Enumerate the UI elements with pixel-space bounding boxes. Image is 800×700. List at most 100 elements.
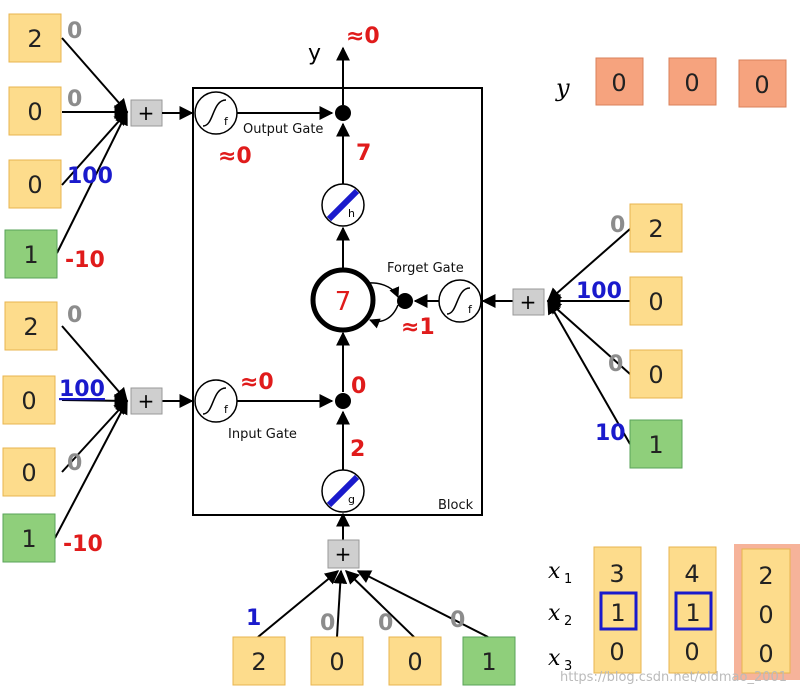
fg-weight-3: 0 [608, 352, 623, 377]
memory-cell [310, 267, 376, 333]
h-activation: h [321, 183, 365, 227]
output-seq-label: y [555, 74, 570, 102]
output-cell-1 [595, 57, 644, 106]
og-input-value-1: 2 [27, 25, 42, 53]
fg-input-value-2: 0 [648, 288, 663, 316]
x2-label: x [548, 601, 561, 626]
forget-gate-value: ≈1 [401, 315, 435, 340]
input-col3-x2: 0 [758, 601, 773, 629]
og-weight-2: 0 [67, 87, 82, 112]
output-gate-value: ≈0 [218, 144, 252, 169]
input-col3-x3: 0 [758, 640, 773, 668]
x3-label: x [548, 646, 561, 671]
fg-input-value-1: 2 [648, 215, 663, 243]
og-input-value-3: 0 [27, 171, 42, 199]
g-input-cell-1 [232, 636, 286, 686]
svg-text:f: f [224, 115, 229, 128]
g-input-value-1: 2 [251, 648, 266, 676]
input-col2-highlight [674, 591, 713, 631]
fg-weight-4: 10 [595, 421, 626, 446]
input-col1-x3: 0 [609, 638, 624, 666]
fg-input-value-3: 0 [648, 361, 663, 389]
og-weight-3: 100 [67, 164, 113, 189]
input-gate-label: Input Gate [228, 427, 297, 442]
ig-input-cell-1 [4, 301, 58, 351]
memory-value: 7 [335, 287, 352, 317]
output-multiply-node [335, 105, 351, 121]
svg-text:g: g [348, 493, 355, 506]
fg-input-bias [629, 419, 683, 469]
fg-weight-2: 100 [576, 279, 622, 304]
output-value-3: 0 [754, 71, 769, 99]
forget-loop-in [367, 282, 400, 298]
ig-weight-3: 0 [67, 451, 82, 476]
input-gate-sigmoid: f [194, 379, 238, 423]
g-input-bias [462, 636, 516, 686]
forget-gate-inputs: 2 0 0 1 0 100 0 10 [546, 203, 683, 469]
g-activation: g [321, 469, 365, 513]
svg-text:f: f [224, 403, 229, 416]
forget-multiply-node [397, 293, 413, 309]
x1-label: x [548, 559, 561, 584]
fg-plus-symbol: + [520, 290, 537, 314]
forget-gate-sigmoid: f [438, 279, 482, 323]
g-output-value: 2 [350, 437, 365, 462]
forget-loop-out [369, 304, 399, 329]
output-gate-inputs: 2 0 0 1 0 0 100 -10 [4, 13, 129, 279]
og-input-cell-3 [8, 159, 62, 209]
input-col1-x1: 3 [609, 560, 624, 588]
fg-input-value-4: 1 [648, 431, 663, 459]
y-label: y [308, 41, 321, 66]
ig-input-value-4: 1 [21, 525, 36, 553]
og-weight-4: -10 [65, 248, 105, 273]
og-input-value-4: 1 [23, 241, 38, 269]
g-weight-3: 0 [378, 611, 393, 636]
svg-text:1: 1 [564, 572, 572, 587]
fg-input-cell-1 [629, 203, 683, 253]
ig-input-cell-2 [2, 375, 56, 425]
ig-weight-2: 100 [59, 377, 105, 402]
output-gate-label: Output Gate [243, 122, 323, 137]
og-input-cell-2 [8, 86, 62, 136]
ig-weight-1: 0 [67, 303, 82, 328]
fg-input-cell-2 [629, 276, 683, 326]
input-col1-x2: 1 [610, 599, 625, 627]
output-value-2: 0 [684, 69, 699, 97]
input-multiply-node [335, 393, 351, 409]
g-weight-4: 0 [450, 608, 465, 633]
ig-input-cell-3 [2, 447, 56, 497]
fg-weight-1: 0 [610, 213, 625, 238]
output-value-1: 0 [611, 69, 626, 97]
h-output-value: 7 [356, 141, 371, 166]
output-cell-2 [668, 57, 717, 106]
ig-input-value-3: 0 [21, 459, 36, 487]
fg-plus-box [512, 288, 545, 316]
og-input-cell-1 [8, 13, 62, 63]
ig-input-value-2: 0 [21, 387, 36, 415]
input-multiply-value: 0 [351, 374, 366, 399]
input-sequence: x 1 x 2 x 3 3 1 0 4 1 0 2 0 0 [548, 544, 800, 680]
input-col1-highlight [599, 591, 638, 631]
input-col2-x1: 4 [684, 560, 699, 588]
og-input-bias [4, 229, 58, 279]
input-col2-x3: 0 [684, 638, 699, 666]
g-input-cell-2 [310, 636, 364, 686]
svg-text:f: f [468, 303, 473, 316]
svg-text:h: h [348, 207, 355, 220]
input-column-3 [741, 548, 791, 674]
block-label: Block [438, 498, 474, 513]
y-output-value: ≈0 [346, 24, 380, 49]
og-weight-1: 0 [67, 19, 82, 44]
svg-text:3: 3 [564, 659, 572, 674]
g-input-cell-3 [388, 636, 442, 686]
g-input-value-3: 0 [407, 648, 422, 676]
bottom-inputs: 2 0 0 1 1 0 0 0 [232, 569, 516, 686]
g-weight-2: 0 [320, 611, 335, 636]
input-gate-value: ≈0 [240, 370, 274, 395]
g-plus-symbol: + [335, 542, 352, 566]
ig-weight-4: -10 [63, 532, 103, 557]
ig-input-value-1: 2 [23, 313, 38, 341]
ig-input-bias [2, 513, 56, 563]
og-input-value-2: 0 [27, 98, 42, 126]
